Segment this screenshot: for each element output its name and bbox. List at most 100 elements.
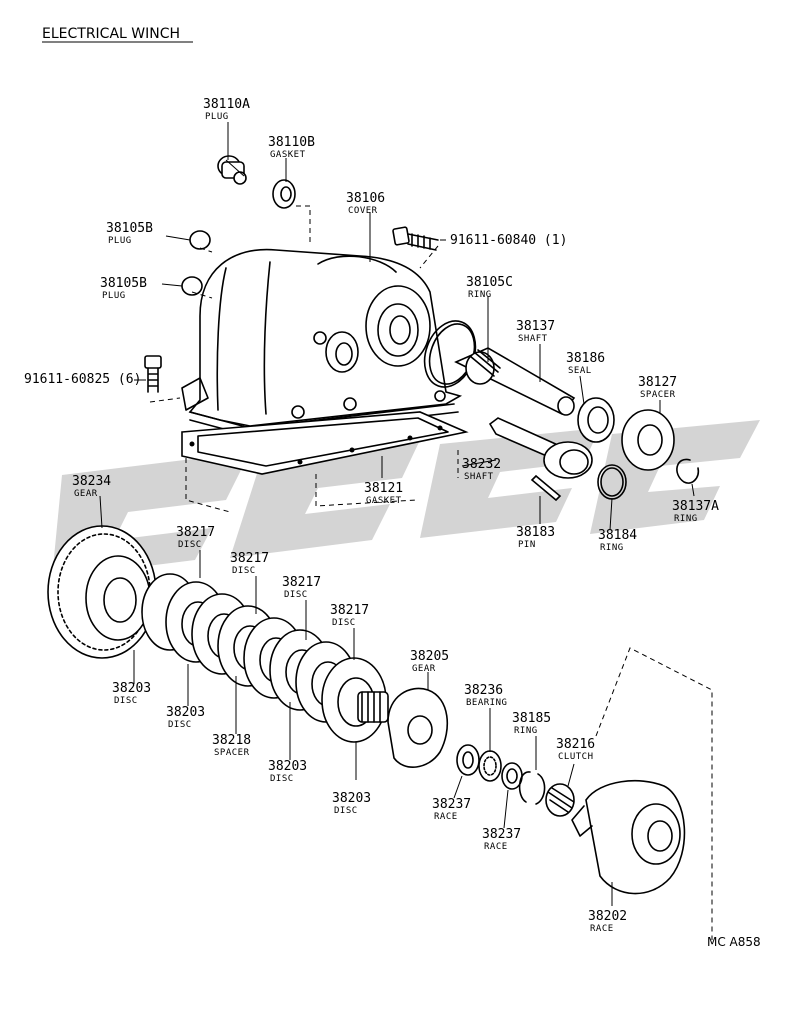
part-name: DISC xyxy=(178,540,202,550)
part-number: 38203 xyxy=(112,681,151,696)
part-number: 38232 xyxy=(462,457,501,472)
part-name: DISC xyxy=(284,590,308,600)
part-name: RING xyxy=(468,290,492,300)
part-name: DISC xyxy=(168,720,192,730)
part-number: 38237 xyxy=(482,827,521,842)
part-number: 38218 xyxy=(212,733,251,748)
part-name: RACE xyxy=(590,924,614,934)
race-38202-drawing xyxy=(571,780,686,895)
diagram-title: ELECTRICAL WINCH xyxy=(42,26,180,42)
part-name: COVER xyxy=(348,206,378,216)
part-number: 38237 xyxy=(432,797,471,812)
part-number: 38105C xyxy=(466,275,513,290)
part-name: RACE xyxy=(434,812,458,822)
race-38237-drawing-1 xyxy=(456,744,480,776)
part-name: DISC xyxy=(334,806,358,816)
gear-38205-drawing xyxy=(357,687,448,768)
part-name: SEAL xyxy=(568,366,592,376)
part-labels: 38110APLUG38110BGASKET38106COVER38105BPL… xyxy=(24,97,719,934)
plug-38110a-drawing xyxy=(217,155,247,185)
part-number: 38236 xyxy=(464,683,503,698)
part-name: PIN xyxy=(518,540,536,550)
spacer-38127-drawing xyxy=(621,409,675,471)
part-name: RING xyxy=(600,543,624,553)
part-label-p9161160840: 91611-60840 (1) xyxy=(450,233,567,248)
part-name: DISC xyxy=(270,774,294,784)
part-name: DISC xyxy=(114,696,138,706)
part-number: 38217 xyxy=(230,551,269,566)
part-number: 38185 xyxy=(512,711,551,726)
part-number: 38137 xyxy=(516,319,555,334)
part-name: GASKET xyxy=(366,496,402,506)
part-number: 38217 xyxy=(330,603,369,618)
part-name: BEARING xyxy=(466,698,507,708)
shaft-38137-drawing xyxy=(454,347,576,416)
part-name: PLUG xyxy=(102,291,126,301)
plug-38105b-drawing-1 xyxy=(189,230,211,250)
disc-stack-drawing xyxy=(141,573,387,743)
part-name: SHAFT xyxy=(464,472,494,482)
part-number: 38217 xyxy=(176,525,215,540)
part-number: 38203 xyxy=(268,759,307,774)
seal-38186-drawing xyxy=(577,397,615,443)
gear-38234-drawing xyxy=(47,525,157,659)
part-name: RACE xyxy=(484,842,508,852)
part-name: RING xyxy=(674,514,698,524)
part-number: 38203 xyxy=(166,705,205,720)
clutch-38216-drawing xyxy=(545,783,575,817)
part-name: GASKET xyxy=(270,150,306,160)
part-name: DISC xyxy=(232,566,256,576)
part-number: 38203 xyxy=(332,791,371,806)
part-number: 38183 xyxy=(516,525,555,540)
assembly-guide-lines xyxy=(149,205,713,940)
part-name: SPACER xyxy=(640,390,676,400)
part-name: PLUG xyxy=(108,236,132,246)
part-name: GEAR xyxy=(412,664,436,674)
part-name: DISC xyxy=(332,618,356,628)
part-number: 38121 xyxy=(364,481,403,496)
part-name: SHAFT xyxy=(518,334,548,344)
part-number: 91611-60840 (1) xyxy=(450,233,567,248)
part-number: 38234 xyxy=(72,474,111,489)
cover-38106-drawing xyxy=(181,248,463,437)
pin-38183-drawing xyxy=(530,474,562,502)
part-number: 38127 xyxy=(638,375,677,390)
part-number: 38106 xyxy=(346,191,385,206)
part-name: CLUTCH xyxy=(558,752,594,762)
part-name: PLUG xyxy=(205,112,229,122)
bolt-91611-60825-drawing xyxy=(144,355,162,393)
ring-38137a-drawing xyxy=(676,458,700,484)
part-number: 38105B xyxy=(106,221,153,236)
shaft-38232-drawing xyxy=(488,417,593,479)
bearing-38236-drawing xyxy=(478,750,502,782)
part-number: 91611-60825 (6) xyxy=(24,372,141,387)
gasket-38110b-drawing xyxy=(272,179,296,209)
